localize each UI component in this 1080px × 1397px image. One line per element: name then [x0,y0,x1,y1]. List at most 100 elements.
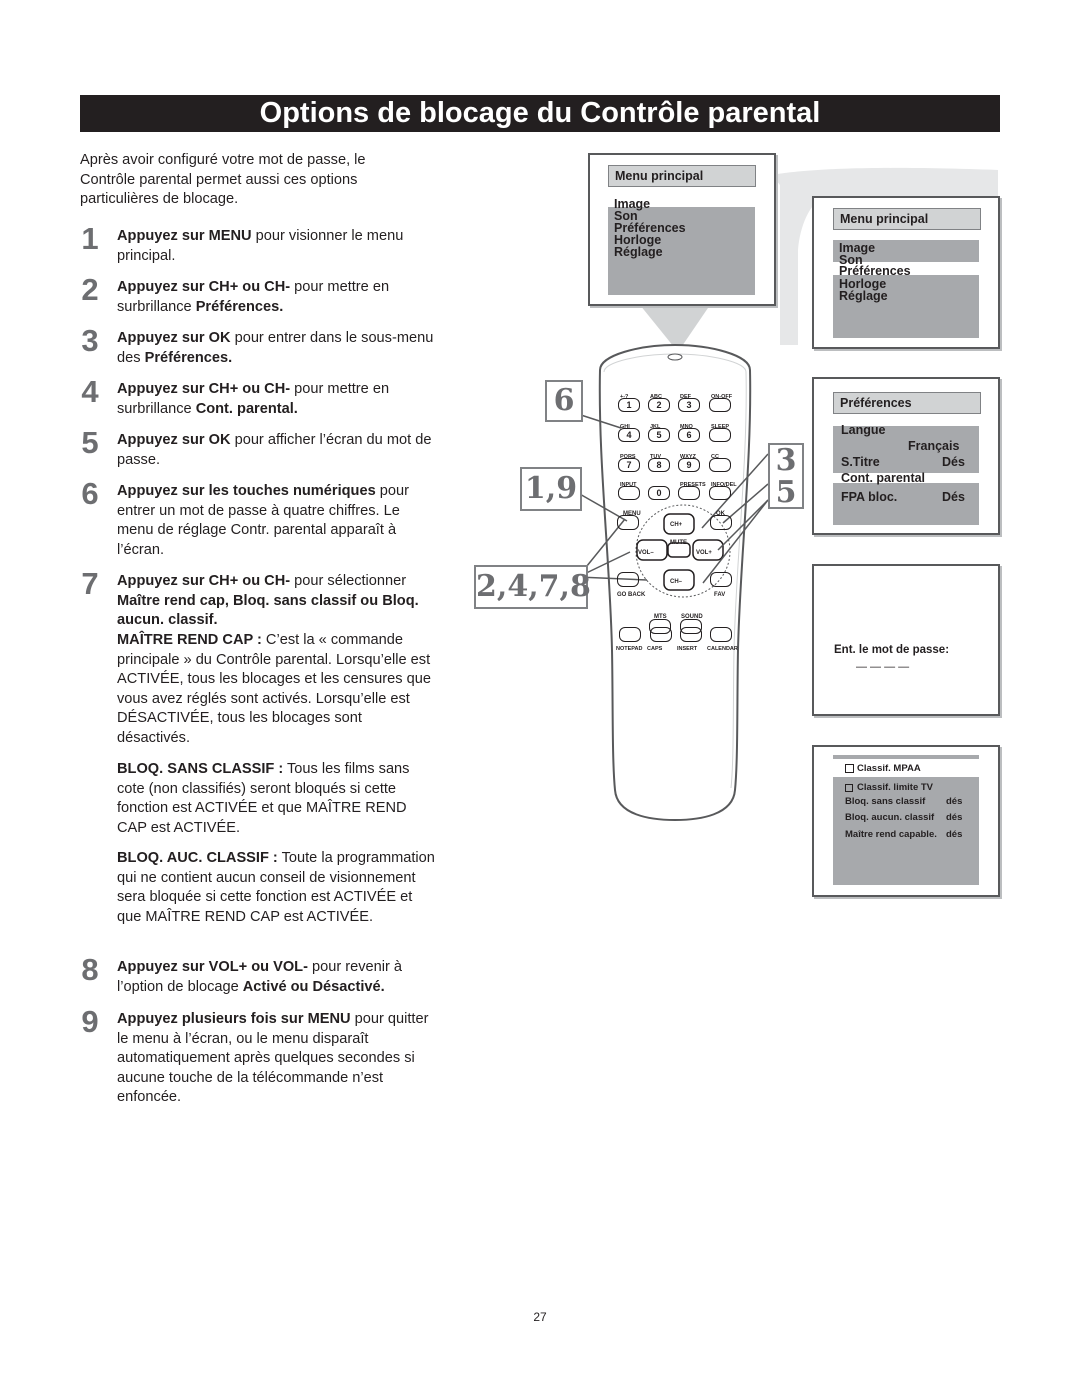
step-text: pour mettre en surbrillance [117,381,390,417]
menu-body-top [833,426,979,473]
menu-item: Horloge [839,277,887,291]
page-title: Options de blocage du Contrôle parental [80,95,1000,132]
remote-bottom-button[interactable] [619,627,641,642]
step-7: 7 Appuyez sur CH+ ou CH- pour sélectionn… [78,567,438,631]
remote-label: SOUND [681,614,703,620]
menu-body-top [833,240,979,262]
step-bold-end: Préférences. [144,349,233,366]
menu-item: Image [839,241,876,255]
para-bold: BLOQ. AUC. CLASSIF : [117,850,278,866]
menu-item: Réglage [614,245,663,259]
step-text: pour entrer dans le sous-menu des [117,330,434,366]
step-number: 9 [81,1004,99,1039]
step-text: pour entrer un mot de passe à quatre chi… [117,483,409,558]
remote-key-label: ABC [650,394,662,400]
remote-label: CAPS [647,646,663,652]
remote-key-label: PRESETS [680,482,706,488]
menu-value: Dés [942,455,965,469]
menu-body [608,207,755,295]
ok-button[interactable] [710,515,732,530]
remote-key-button[interactable]: 0 [648,486,670,500]
remote-key-button[interactable] [618,486,640,500]
checkbox-icon [845,784,853,792]
remote-key-button[interactable] [709,458,731,472]
tv-screen-parental: Classif. MPAA Classif. limite TV Bloq. s… [812,745,1000,897]
menu-button[interactable] [617,515,639,530]
step-number: 1 [81,221,99,256]
step-bold: Appuyez sur OK [117,432,231,448]
paragraph-auc-classif: BLOQ. AUC. CLASSIF : Toute la programmat… [117,849,437,927]
remote-label: CALENDAR [707,646,738,652]
remote-key-label: INFO/DEL [711,482,737,488]
remote-bottom-button[interactable] [680,627,702,642]
para-text: C’est la « commande principale » du Cont… [117,632,431,746]
remote-key-button[interactable]: 6 [678,428,700,442]
vol-minus-button[interactable]: VOL– [638,550,654,556]
menu-body-bottom [833,483,979,525]
step-1: 1 Appuyez sur MENU pour visionner le men… [78,222,438,266]
ch-plus-button[interactable]: CH+ [670,522,683,528]
remote-label: NOTEPAD [616,646,643,652]
remote-key-label: JKL [650,424,661,430]
step-number: 2 [81,272,99,307]
remote-key-label: INPUT [620,482,637,488]
menu-item: Classif. limite TV [857,782,934,793]
header-rule [833,755,979,759]
remote-label: GO BACK [617,592,646,598]
remote-bottom-button[interactable] [650,627,672,642]
para-text: Toute la programmation qui ne contient a… [117,850,435,925]
intro-text: Après avoir configuré votre mot de passe… [80,152,366,208]
remote-key-button[interactable]: 3 [678,398,700,412]
remote-key-button[interactable] [709,428,731,442]
menu-item: Bloq. aucun. classif [845,812,935,823]
menu-item-selected: Son [614,209,638,223]
step-bold: Appuyez sur les touches numériques [117,483,376,499]
menu-header: Menu principal [608,165,756,187]
go-back-button[interactable] [617,572,639,587]
remote-key-button[interactable]: 7 [618,458,640,472]
remote-key-button[interactable]: 5 [648,428,670,442]
step-bold: Appuyez sur CH+ ou CH- [117,573,291,589]
remote-key-button[interactable]: 8 [648,458,670,472]
step-text: pour quitter le menu à l’écran, ou le me… [117,1011,429,1106]
password-prompt: Ent. le mot de passe: [834,644,950,656]
remote-label: FAV [714,592,726,598]
menu-item: S.Titre [841,455,880,469]
step-bold: Appuyez plusieurs fois sur MENU [117,1011,351,1027]
menu-body-bottom [833,275,979,338]
remote-key-button[interactable]: 4 [618,428,640,442]
sound-button[interactable] [680,619,702,634]
remote-key-label: ON-OFF [711,394,733,400]
remote-key-button[interactable] [709,398,731,412]
vol-plus-button[interactable]: VOL+ [696,550,712,556]
step-3: 3 Appuyez sur OK pour entrer dans le sou… [78,324,438,368]
menu-value: Français [908,439,960,453]
para-text: Tous les films sans cote (non classifiés… [117,761,410,836]
step-5: 5 Appuyez sur OK pour afficher l’écran d… [78,426,438,470]
step-4: 4 Appuyez sur CH+ ou CH- pour mettre en … [78,375,438,419]
remote-key-button[interactable]: 1 [618,398,640,412]
remote-key-label: +-? [620,394,629,400]
checkbox-icon [845,764,854,773]
remote-key-label: TUV [650,454,661,460]
fav-button[interactable] [710,572,732,587]
remote-key-button[interactable] [678,486,700,500]
step-text: pour visionner le menu principal. [117,228,404,264]
step-text: pour sélectionner [290,573,407,589]
mts-button[interactable] [649,619,671,634]
step-text: pour afficher l’écran du mot de passe. [117,432,432,468]
menu-item: Langue [841,423,886,437]
menu-item: Classif. MPAA [857,763,921,774]
callout-steps-1-9: 1,9 [520,467,582,511]
remote-key-button[interactable]: 9 [678,458,700,472]
remote-bottom-button[interactable] [710,627,732,642]
remote-key-button[interactable]: 2 [648,398,670,412]
callout-step-6: 6 [545,380,583,422]
remote-label: INSERT [677,646,698,652]
ch-minus-button[interactable]: CH– [670,579,683,585]
menu-item: Horloge [614,233,662,247]
menu-item: Bloq. sans classif [845,796,926,807]
menu-value: dés [946,829,963,840]
remote-key-button[interactable] [709,486,731,500]
